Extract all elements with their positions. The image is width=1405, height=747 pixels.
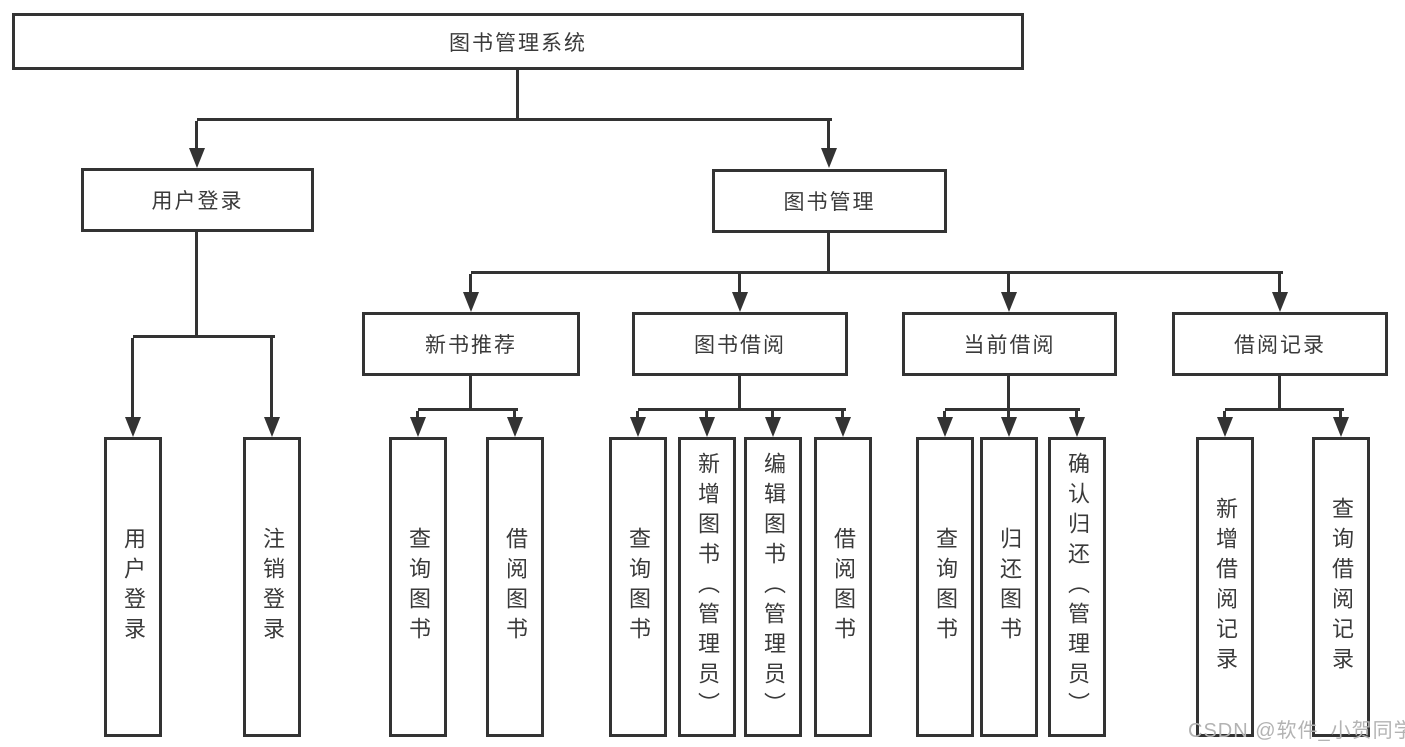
- connector-borrowing-drop-1: [636, 411, 639, 419]
- leaf-bb-edit-books-admin: 编辑图书（管理员）: [744, 437, 802, 737]
- connector-borrowing-bar: [638, 408, 846, 411]
- node-book-borrowing: 图书借阅: [632, 312, 848, 376]
- connector-root-drop-left: [195, 121, 198, 149]
- arrow-down-icon: [821, 148, 837, 168]
- connector-current-drop-2: [1007, 411, 1010, 419]
- node-borrow-records: 借阅记录: [1172, 312, 1388, 376]
- connector-root-drop-right: [827, 121, 830, 149]
- arrow-down-icon: [699, 417, 715, 437]
- leaf-bb-add-books-admin: 新增图书（管理员）: [678, 437, 736, 737]
- leaf-br-add-record-label: 新增借阅记录: [1213, 497, 1238, 677]
- connector-records-drop-2: [1339, 411, 1342, 419]
- arrow-down-icon: [463, 292, 479, 312]
- leaf-cb-return-books: 归还图书: [980, 437, 1038, 737]
- arrow-down-icon: [189, 148, 205, 168]
- node-book-management-label: 图书管理: [783, 191, 876, 214]
- arrow-down-icon: [732, 292, 748, 312]
- node-book-borrowing-label: 图书借阅: [694, 334, 786, 357]
- connector-newbook-bar: [418, 408, 518, 411]
- connector-userlogin-stub: [195, 232, 198, 338]
- leaf-cb-return-books-label: 归还图书: [997, 527, 1022, 647]
- leaf-cb-confirm-return-admin-label: 确认归还（管理员）: [1065, 452, 1090, 722]
- connector-current-stub: [1007, 376, 1010, 411]
- arrow-down-icon: [1272, 292, 1288, 312]
- leaf-cb-query-books-label: 查询图书: [933, 527, 958, 647]
- leaf-bb-query-books: 查询图书: [609, 437, 667, 737]
- arrow-down-icon: [937, 417, 953, 437]
- connector-records-drop-1: [1223, 411, 1226, 419]
- node-new-book-recommend: 新书推荐: [362, 312, 580, 376]
- node-borrow-records-label: 借阅记录: [1234, 334, 1326, 357]
- leaf-user-login: 用户登录: [104, 437, 162, 737]
- leaf-bb-borrow-books: 借阅图书: [814, 437, 872, 737]
- arrow-down-icon: [1001, 292, 1017, 312]
- connector-borrowing-drop-2: [705, 411, 708, 419]
- node-user-login-label: 用户登录: [151, 190, 244, 213]
- leaf-user-login-label: 用户登录: [121, 527, 146, 647]
- node-current-borrowing-label: 当前借阅: [963, 334, 1056, 357]
- arrow-down-icon: [630, 417, 646, 437]
- connector-root-bar: [197, 118, 832, 121]
- connector-bookmgmt-drop-1: [469, 274, 472, 294]
- arrow-down-icon: [507, 417, 523, 437]
- leaf-nbr-query-books-label: 查询图书: [406, 527, 431, 647]
- arrow-down-icon: [1217, 417, 1233, 437]
- connector-bookmgmt-drop-2: [738, 274, 741, 294]
- leaf-logout-label: 注销登录: [260, 527, 285, 647]
- connector-records-stub: [1278, 376, 1281, 411]
- node-user-login: 用户登录: [81, 168, 314, 232]
- connector-root-stub: [516, 69, 519, 121]
- watermark: CSDN @软件_小贺同学: [1188, 720, 1405, 742]
- connector-current-drop-3: [1075, 411, 1078, 419]
- connector-userlogin-bar: [133, 335, 275, 338]
- leaf-br-add-record: 新增借阅记录: [1196, 437, 1254, 737]
- leaf-cb-confirm-return-admin: 确认归还（管理员）: [1048, 437, 1106, 737]
- connector-newbook-drop-1: [416, 411, 419, 419]
- arrow-down-icon: [125, 417, 141, 437]
- connector-bookmgmt-bar: [471, 271, 1283, 274]
- connector-userlogin-drop-1: [131, 338, 134, 419]
- connector-userlogin-drop-2: [270, 338, 273, 419]
- connector-newbook-stub: [469, 376, 472, 411]
- arrow-down-icon: [765, 417, 781, 437]
- leaf-cb-query-books: 查询图书: [916, 437, 974, 737]
- leaf-bb-add-books-admin-label: 新增图书（管理员）: [695, 452, 720, 722]
- arrow-down-icon: [1069, 417, 1085, 437]
- connector-records-bar: [1225, 408, 1344, 411]
- arrow-down-icon: [1333, 417, 1349, 437]
- leaf-br-query-record: 查询借阅记录: [1312, 437, 1370, 737]
- connector-current-drop-1: [943, 411, 946, 419]
- node-current-borrowing: 当前借阅: [902, 312, 1117, 376]
- connector-borrowing-drop-4: [841, 411, 844, 419]
- arrow-down-icon: [835, 417, 851, 437]
- arrow-down-icon: [410, 417, 426, 437]
- node-book-management: 图书管理: [712, 169, 947, 233]
- connector-bookmgmt-drop-3: [1007, 274, 1010, 294]
- leaf-bb-edit-books-admin-label: 编辑图书（管理员）: [761, 452, 786, 722]
- leaf-br-query-record-label: 查询借阅记录: [1329, 497, 1354, 677]
- connector-borrowing-stub: [738, 376, 741, 411]
- leaf-nbr-query-books: 查询图书: [389, 437, 447, 737]
- leaf-bb-borrow-books-label: 借阅图书: [831, 527, 856, 647]
- connector-current-bar: [945, 408, 1080, 411]
- connector-borrowing-drop-3: [771, 411, 774, 419]
- leaf-nbr-borrow-books-label: 借阅图书: [503, 527, 528, 647]
- leaf-nbr-borrow-books: 借阅图书: [486, 437, 544, 737]
- arrow-down-icon: [264, 417, 280, 437]
- leaf-bb-query-books-label: 查询图书: [626, 527, 651, 647]
- leaf-logout: 注销登录: [243, 437, 301, 737]
- connector-bookmgmt-stub: [827, 233, 830, 274]
- node-library-system: 图书管理系统: [12, 13, 1024, 70]
- connector-newbook-drop-2: [513, 411, 516, 419]
- node-library-system-label: 图书管理系统: [449, 31, 587, 55]
- connector-bookmgmt-drop-4: [1278, 274, 1281, 294]
- node-new-book-recommend-label: 新书推荐: [425, 334, 517, 357]
- arrow-down-icon: [1001, 417, 1017, 437]
